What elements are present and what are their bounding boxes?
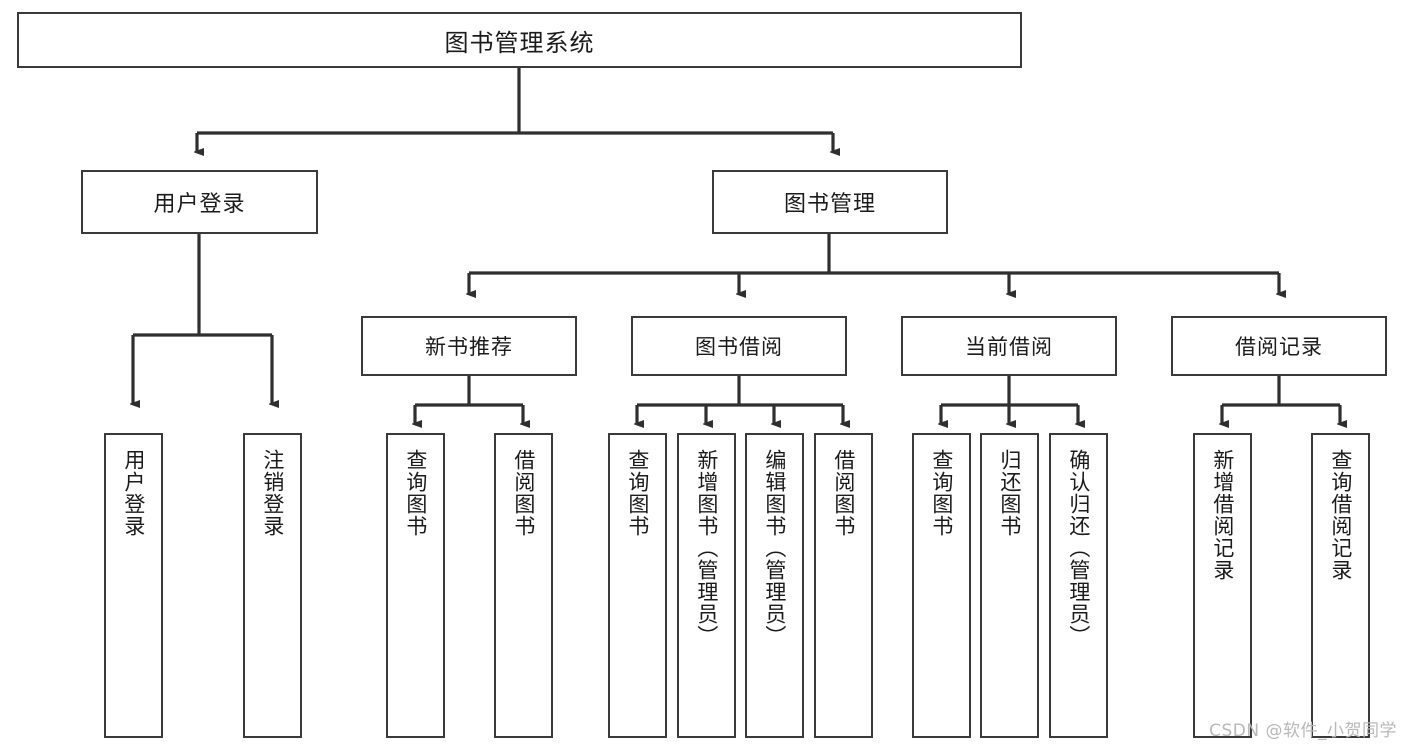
- node-label: 图书管理: [783, 192, 876, 217]
- leaf-logout[interactable]: 注销登录: [243, 433, 302, 738]
- node-user-login[interactable]: 用户登录: [81, 170, 318, 234]
- watermark-text: CSDN @软件_小贺同学: [1209, 721, 1397, 741]
- node-label: 新书推荐: [425, 335, 513, 359]
- leaf-add-book-admin[interactable]: 新增图书（管理员）: [677, 433, 736, 738]
- leaf-add-borrow-record[interactable]: 新增借阅记录: [1193, 433, 1252, 738]
- leaf-label: 确认归还（管理员）: [1066, 449, 1091, 647]
- leaf-label: 新增借阅记录: [1210, 449, 1235, 581]
- node-book-borrow[interactable]: 图书借阅: [631, 316, 847, 376]
- leaf-query-book-rec[interactable]: 查询图书: [386, 433, 445, 738]
- leaf-label: 编辑图书（管理员）: [762, 449, 787, 647]
- leaf-query-book-current[interactable]: 查询图书: [912, 433, 971, 738]
- leaf-return-book[interactable]: 归还图书: [980, 433, 1039, 738]
- leaf-edit-book-admin[interactable]: 编辑图书（管理员）: [745, 433, 804, 738]
- node-root-label: 图书管理系统: [444, 28, 595, 57]
- leaf-label: 归还图书: [997, 449, 1022, 537]
- node-book-management[interactable]: 图书管理: [712, 170, 948, 234]
- leaf-label: 注销登录: [260, 449, 285, 537]
- leaf-borrow-book[interactable]: 借阅图书: [814, 433, 873, 738]
- leaf-query-book-borrow[interactable]: 查询图书: [608, 433, 667, 738]
- leaf-confirm-return-admin[interactable]: 确认归还（管理员）: [1049, 433, 1108, 738]
- node-new-book-recommend[interactable]: 新书推荐: [361, 316, 577, 376]
- node-current-borrow[interactable]: 当前借阅: [901, 316, 1117, 376]
- node-label: 用户登录: [153, 192, 246, 217]
- leaf-label: 借阅图书: [511, 449, 536, 537]
- node-borrow-record[interactable]: 借阅记录: [1171, 316, 1387, 376]
- leaf-label: 查询图书: [403, 449, 428, 537]
- leaf-label: 查询借阅记录: [1328, 449, 1353, 581]
- leaf-label: 查询图书: [625, 449, 650, 537]
- leaf-label: 查询图书: [929, 449, 954, 537]
- leaf-label: 新增图书（管理员）: [694, 449, 719, 647]
- leaf-label: 借阅图书: [831, 449, 856, 537]
- leaf-label: 用户登录: [121, 449, 146, 537]
- node-label: 图书借阅: [695, 335, 783, 359]
- leaf-borrow-book-rec[interactable]: 借阅图书: [494, 433, 553, 738]
- node-root[interactable]: 图书管理系统: [17, 12, 1022, 68]
- leaf-query-borrow-record[interactable]: 查询借阅记录: [1311, 433, 1370, 738]
- leaf-user-login[interactable]: 用户登录: [104, 433, 163, 738]
- node-label: 借阅记录: [1235, 335, 1323, 359]
- node-label: 当前借阅: [965, 335, 1053, 359]
